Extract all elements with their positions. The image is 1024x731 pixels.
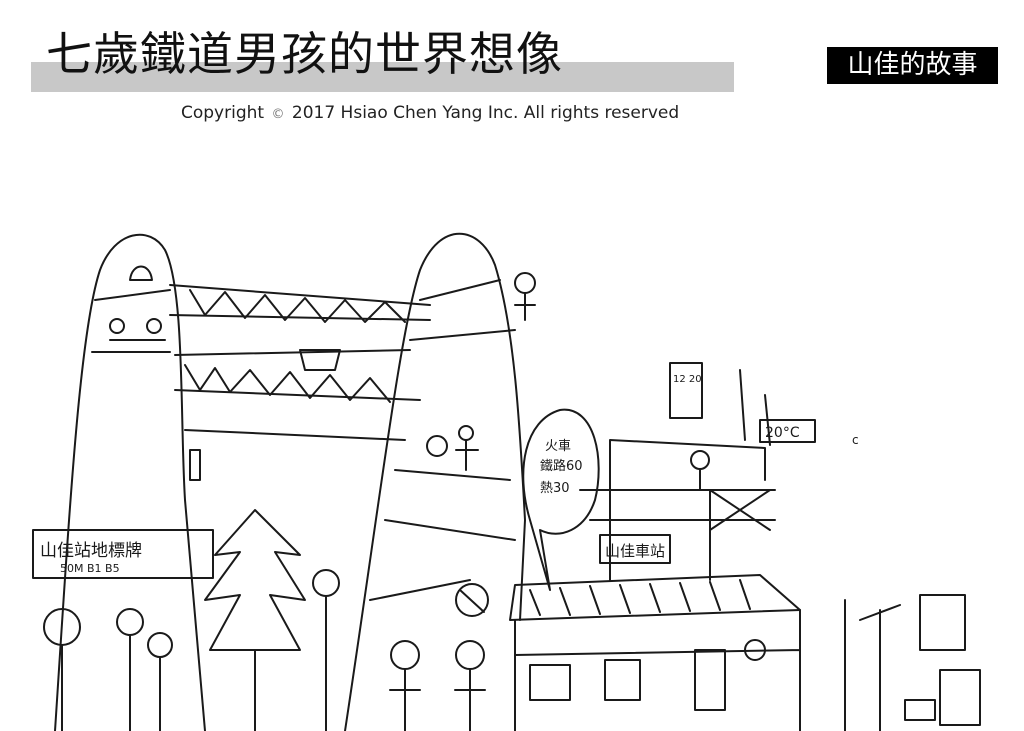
temperature-text: 20°C <box>765 425 800 441</box>
bubble-line-1: 火車 <box>545 439 571 454</box>
bubble-line-2: 鐵路60 <box>540 458 583 474</box>
speech-bubble: 火車 鐵路60 熱30 <box>522 408 600 591</box>
copyright-text: 2017 Hsiao Chen Yang Inc. All rights res… <box>291 103 680 123</box>
right-tower <box>344 232 526 731</box>
title-underline-bar <box>31 62 734 92</box>
left-sign-text: 山佳站地標牌 <box>40 541 142 561</box>
pine-tree <box>204 509 306 731</box>
copyright-notice: Copyright © 2017 Hsiao Chen Yang Inc. Al… <box>181 103 679 123</box>
copyright-word: Copyright <box>181 103 265 123</box>
people <box>389 272 710 731</box>
side-letter: c <box>852 433 859 447</box>
page-title: 七歲鐵道男孩的世界想像 <box>46 27 563 81</box>
right-poles <box>844 594 981 731</box>
left-tower <box>54 233 206 731</box>
bubble-line-3: 熱30 <box>540 481 570 496</box>
left-sign-subtext: 50M B1 B5 <box>60 562 120 575</box>
station-roof <box>509 574 801 731</box>
station-sign-text: 山佳車站 <box>605 542 665 560</box>
station-building: 山佳車站 20°C c 12 20 <box>579 362 859 581</box>
bridge-truss <box>169 284 431 481</box>
story-badge: 山佳的故事 <box>827 47 998 84</box>
road-signs <box>43 569 489 731</box>
left-station-sign: 山佳站地標牌 50M B1 B5 <box>32 529 214 579</box>
clock-digits: 12 20 <box>673 374 702 385</box>
copyright-icon: © <box>271 107 285 122</box>
